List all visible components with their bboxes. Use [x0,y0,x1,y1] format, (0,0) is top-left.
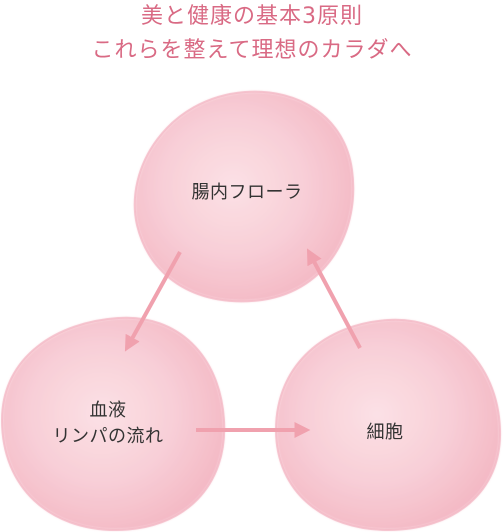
node-left-circle [0,316,226,532]
node-left-label: 血液 リンパの流れ [8,398,208,450]
node-right-label: 細胞 [366,422,404,443]
arrow-top-to-left [124,251,182,352]
node-left-label-line1: 血液 [89,400,127,421]
arrow-right-to-top [306,248,362,349]
node-right-circle [274,318,502,532]
diagram-subtitle: これらを整えて理想のカラダへ [91,38,413,63]
diagram-title: 美と健康の基本3原則 [141,4,363,29]
node-left-label-line2: リンパの流れ [52,426,164,447]
node-top-circle [133,90,355,303]
node-top-label: 腸内フローラ [191,182,303,203]
